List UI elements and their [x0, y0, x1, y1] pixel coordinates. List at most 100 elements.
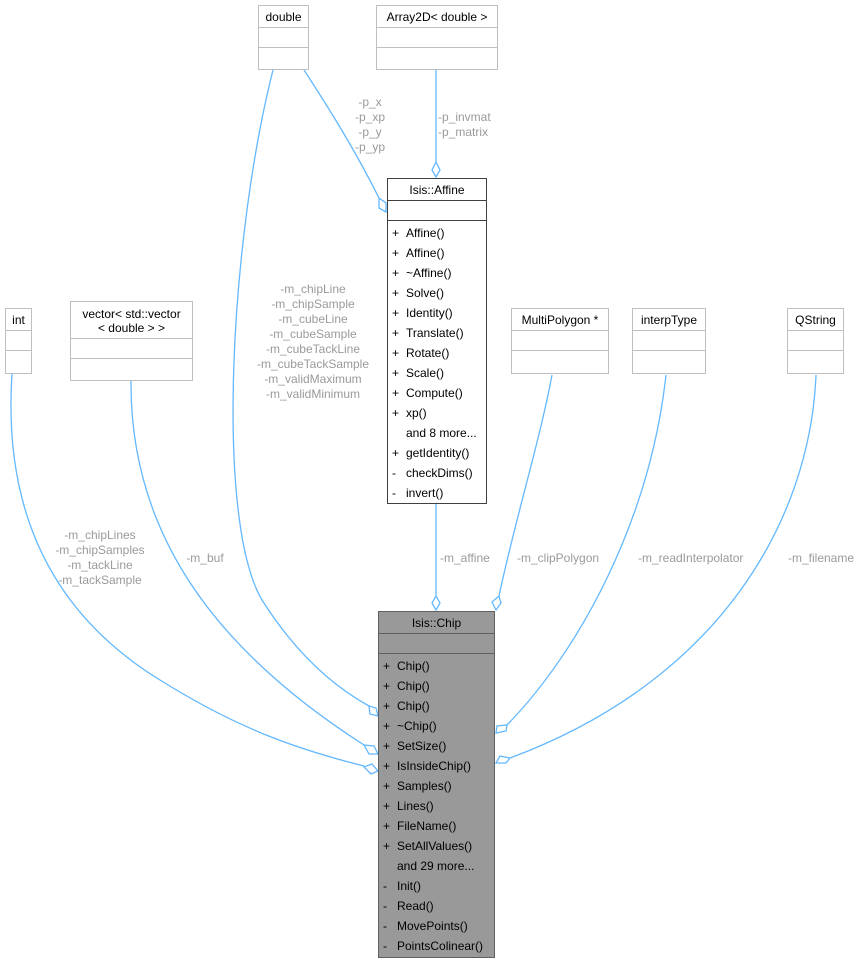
edge-label-line: -m_tackLine — [67, 558, 133, 572]
member-name: Identity() — [406, 306, 453, 320]
attributes-section — [512, 331, 608, 351]
aggregation-diamond-icon — [431, 594, 441, 612]
visibility-marker: + — [392, 446, 400, 460]
member-item[interactable]: -PointsColinear() — [379, 936, 494, 956]
edge-label-line: -m_readInterpolator — [638, 551, 744, 565]
member-item[interactable]: +Samples() — [379, 776, 494, 796]
class-node-qstring[interactable]: QString — [787, 308, 844, 374]
member-name: MovePoints() — [397, 919, 468, 933]
member-item[interactable]: +Identity() — [388, 303, 486, 323]
member-item[interactable]: -Read() — [379, 896, 494, 916]
member-item[interactable]: +SetAllValues() — [379, 836, 494, 856]
member-item[interactable]: +SetSize() — [379, 736, 494, 756]
class-node-int[interactable]: int — [5, 308, 32, 374]
visibility-marker: + — [392, 386, 400, 400]
more-members-link[interactable]: and 29 more... — [379, 856, 494, 876]
edge-label-line: -p_matrix — [438, 125, 489, 139]
member-item[interactable]: +~Chip() — [379, 716, 494, 736]
edge-label-line: -m_chipSample — [271, 297, 355, 311]
aggregation-diamond-icon — [362, 744, 380, 755]
visibility-marker: + — [392, 226, 400, 240]
class-node-interptype[interactable]: interpType — [632, 308, 706, 374]
class-node-multipolygon[interactable]: MultiPolygon * — [511, 308, 609, 374]
member-item[interactable]: +Chip() — [379, 696, 494, 716]
visibility-marker: + — [383, 779, 391, 793]
methods-section — [788, 351, 843, 370]
aggregation-diamond-icon — [431, 160, 441, 179]
member-item[interactable]: +Chip() — [379, 676, 494, 696]
member-item[interactable]: +FileName() — [379, 816, 494, 836]
member-item[interactable]: +Lines() — [379, 796, 494, 816]
node-title: QString — [788, 309, 843, 331]
visibility-marker: + — [383, 759, 391, 773]
aggregation-diamond-icon — [495, 724, 508, 734]
edge-qstring-chip — [509, 374, 817, 759]
member-name: Chip() — [397, 659, 430, 673]
class-node-affine[interactable]: Isis::Affine +Affine()+Affine()+~Affine(… — [387, 178, 487, 504]
member-item[interactable]: +Compute() — [388, 383, 486, 403]
node-title: double — [259, 6, 308, 28]
methods-section — [6, 351, 31, 370]
edge-label-line: -m_cubeSample — [269, 327, 357, 341]
methods-section: +Affine()+Affine()+~Affine()+Solve()+Ide… — [388, 221, 486, 505]
edge-label-line: -m_validMaximum — [264, 372, 362, 386]
member-item[interactable]: -invert() — [388, 483, 486, 503]
member-name: Chip() — [397, 699, 430, 713]
methods-section: +Chip()+Chip()+Chip()+~Chip()+SetSize()+… — [379, 654, 494, 958]
visibility-marker: + — [383, 679, 391, 693]
edge-double-chip — [232, 69, 370, 707]
visibility-marker: + — [392, 406, 400, 420]
class-node-vector[interactable]: vector< std::vector < double > > — [70, 301, 193, 381]
more-members-link[interactable]: and 8 more... — [388, 423, 486, 443]
member-item[interactable]: -checkDims() — [388, 463, 486, 483]
attributes-section — [388, 201, 486, 221]
visibility-marker: + — [392, 346, 400, 360]
attributes-section — [379, 634, 494, 654]
member-item[interactable]: -Init() — [379, 876, 494, 896]
member-item[interactable]: +Solve() — [388, 283, 486, 303]
edge-label-line: -m_clipPolygon — [517, 551, 600, 565]
visibility-marker: - — [392, 486, 396, 500]
member-item[interactable]: +Rotate() — [388, 343, 486, 363]
attributes-section — [71, 339, 192, 359]
edge-label-multipolygon-chip: -m_clipPolygon — [517, 551, 617, 566]
member-item[interactable]: +~Affine() — [388, 263, 486, 283]
member-item[interactable]: + getIdentity() — [388, 443, 486, 463]
node-title: Isis::Chip — [379, 612, 494, 634]
member-name: getIdentity() — [406, 446, 470, 460]
visibility-marker: + — [383, 819, 391, 833]
class-node-chip[interactable]: Isis::Chip +Chip()+Chip()+Chip()+~Chip()… — [378, 611, 495, 958]
edge-label-line: -m_chipLine — [280, 282, 346, 296]
edge-vector-chip — [130, 380, 365, 746]
edge-label-line: -m_chipLines — [64, 528, 136, 542]
edge-interptype-chip — [506, 374, 667, 726]
class-node-array2d[interactable]: Array2D< double > — [376, 5, 498, 70]
member-item[interactable]: +Scale() — [388, 363, 486, 383]
member-item[interactable]: +Chip() — [379, 656, 494, 676]
member-item[interactable]: +Affine() — [388, 243, 486, 263]
edge-label-line: -m_chipSamples — [55, 543, 145, 557]
node-title: Isis::Affine — [388, 179, 486, 201]
member-name: SetAllValues() — [397, 839, 473, 853]
member-name: Lines() — [397, 799, 434, 813]
methods-section — [259, 48, 308, 67]
member-name: ~Chip() — [397, 719, 437, 733]
member-name: and 29 more... — [397, 859, 475, 873]
member-name: SetSize() — [397, 739, 447, 753]
aggregation-diamond-icon — [368, 705, 379, 717]
edge-label-line: -m_cubeTackLine — [265, 342, 361, 356]
aggregation-diamond-icon — [378, 196, 387, 214]
member-item[interactable]: +Affine() — [388, 223, 486, 243]
member-item[interactable]: +IsInsideChip() — [379, 756, 494, 776]
member-item[interactable]: +xp() — [388, 403, 486, 423]
aggregation-diamond-icon — [494, 755, 512, 764]
member-item[interactable]: -MovePoints() — [379, 916, 494, 936]
member-item[interactable]: +Translate() — [388, 323, 486, 343]
edge-multipolygon-chip — [498, 374, 553, 597]
visibility-marker: - — [383, 879, 387, 893]
edge-label-line: -m_cubeLine — [278, 312, 348, 326]
visibility-marker: - — [383, 899, 387, 913]
node-title-line-1: vector< std::vector — [82, 307, 181, 321]
methods-section — [633, 351, 705, 370]
class-node-double[interactable]: double — [258, 5, 309, 70]
